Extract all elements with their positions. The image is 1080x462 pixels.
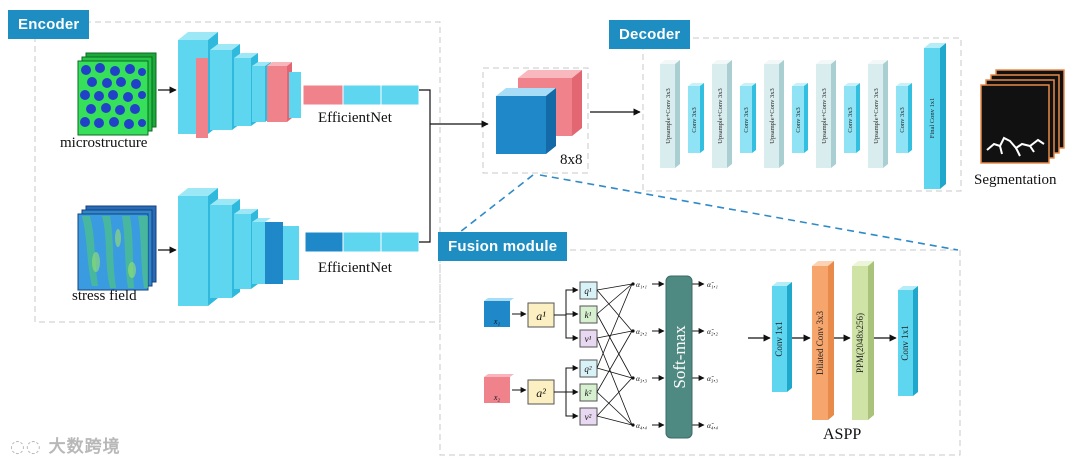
efficientnet-bottom-label: EfficientNet xyxy=(318,260,392,276)
decoder-layer-9 xyxy=(868,60,888,168)
alpha-dots xyxy=(631,282,635,427)
encoder-merge-line xyxy=(419,89,431,243)
encoder-bottom-blocks xyxy=(178,188,420,306)
aspp-layer-2-label: Dilated Conv 3x3 xyxy=(815,311,825,375)
aspp-layer-1-label: Conv 1x1 xyxy=(774,321,784,356)
q1-label: q¹ xyxy=(584,286,592,296)
v2-label: v² xyxy=(585,412,592,422)
bottleneck-frame xyxy=(482,67,589,174)
decoder-layer-5 xyxy=(764,60,784,168)
decoder-layers xyxy=(660,43,946,189)
encoder-frame xyxy=(34,21,441,323)
zoom-line-left xyxy=(459,174,534,233)
fusion-frame xyxy=(439,249,961,456)
stress-field-label: stress field xyxy=(72,288,137,304)
qkv-boxes xyxy=(579,281,598,426)
decoder-label-11: Final Conv 1x1 xyxy=(929,98,936,138)
fusion-inputs xyxy=(484,298,514,403)
attention-boxes xyxy=(527,302,555,405)
decoder-label-4: Conv 3x3 xyxy=(743,107,750,132)
cross-connections xyxy=(596,283,633,426)
alpha-4-label: α₄,₄ xyxy=(636,421,647,430)
segmentation-output xyxy=(980,69,1065,164)
alpha-to-softmax xyxy=(652,281,705,428)
input-x2-label: x₂ xyxy=(493,393,501,402)
decoder-label-2: Conv 3x3 xyxy=(691,107,698,132)
decoder-label-10: Conv 3x3 xyxy=(899,107,906,132)
decoder-title: Decoder xyxy=(609,20,691,49)
attn-a2-label: a² xyxy=(536,386,546,400)
decoder-layer-6 xyxy=(792,83,808,153)
decoder-layer-7 xyxy=(816,60,836,168)
watermark-icon: ◌◌ xyxy=(10,437,42,457)
v1-label: v¹ xyxy=(585,334,592,344)
decoder-layer-8 xyxy=(844,83,860,153)
alpha-1-label: α₁,₁ xyxy=(636,280,647,289)
input-x1-label: x₁ xyxy=(493,317,501,326)
decoder-layer-4 xyxy=(740,83,756,153)
bottleneck-feature xyxy=(496,70,582,154)
decoder-layer-labels: Upsample+Conv 3x3 Conv 3x3 Upsample+Conv… xyxy=(665,88,936,143)
watermark-text: 大数跨境 xyxy=(48,437,121,457)
attn-a1-label: a¹ xyxy=(536,309,546,323)
softmax-label: Soft-max xyxy=(670,325,689,389)
alpha-hat-4-label: α̂₄,₄ xyxy=(707,421,718,430)
zoom-line-right xyxy=(539,174,959,251)
k2-label: k² xyxy=(585,388,592,398)
decoder-label-7: Upsample+Conv 3x3 xyxy=(821,88,828,143)
aspp-layer-4-label: Conv 1x1 xyxy=(900,325,910,360)
alpha-hat-1-label: α̂₁,₁ xyxy=(707,280,718,289)
decoder-layer-11 xyxy=(924,43,946,189)
fusion-title: Fusion module xyxy=(438,232,568,261)
decoder-layer-3 xyxy=(712,60,732,168)
stress-field-input xyxy=(77,205,157,291)
segmentation-label: Segmentation xyxy=(974,172,1057,188)
decoder-layer-10 xyxy=(896,83,912,153)
encoder-title: Encoder xyxy=(8,10,90,39)
decoder-label-9: Upsample+Conv 3x3 xyxy=(873,88,880,143)
attn-to-qkv xyxy=(554,287,579,419)
watermark: ◌◌ 大数跨境 xyxy=(10,432,121,457)
decoder-label-8: Conv 3x3 xyxy=(847,107,854,132)
decoder-layer-1 xyxy=(660,60,680,168)
microstructure-input xyxy=(77,52,157,136)
efficientnet-top-label: EfficientNet xyxy=(318,110,392,126)
microstructure-label: microstructure xyxy=(60,135,148,151)
decoder-label-6: Conv 3x3 xyxy=(795,107,802,132)
decoder-layer-2 xyxy=(688,83,704,153)
q2-label: q² xyxy=(584,364,592,374)
alpha-2-label: α₂,₂ xyxy=(636,327,647,336)
aspp-layers xyxy=(772,261,918,420)
bottleneck-size-label: 8x8 xyxy=(560,152,583,168)
softmax-box xyxy=(665,275,693,439)
aspp-layer-3-label: PPM(2048x256) xyxy=(855,313,865,373)
alpha-3-label: α₃,₃ xyxy=(636,374,647,383)
aspp-title: ASPP xyxy=(823,426,862,443)
decoder-label-1: Upsample+Conv 3x3 xyxy=(665,88,672,143)
encoder-top-blocks xyxy=(178,32,420,138)
alpha-hat-2-label: α̂₂,₂ xyxy=(707,327,718,336)
decoder-label-5: Upsample+Conv 3x3 xyxy=(769,88,776,143)
alpha-hat-3-label: α̂₃,₃ xyxy=(707,374,718,383)
decoder-label-3: Upsample+Conv 3x3 xyxy=(717,88,724,143)
decoder-frame xyxy=(642,37,962,192)
k1-label: k¹ xyxy=(585,310,592,320)
